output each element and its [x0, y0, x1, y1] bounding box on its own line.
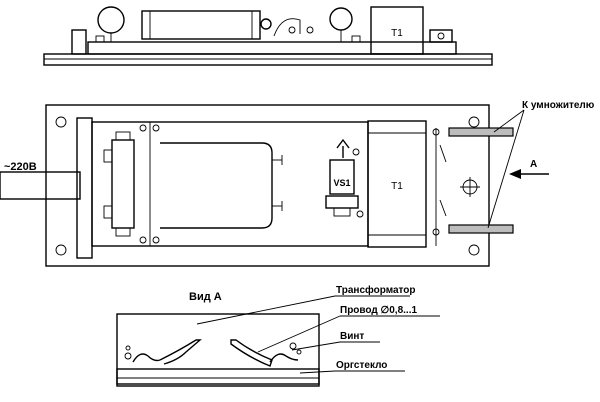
side-lamp-circle [97, 6, 125, 34]
arrow-a-label: А [530, 159, 537, 170]
left-bracket [76, 117, 93, 259]
side-right-disk [329, 7, 353, 31]
to-multiplier-label: К умножителю [522, 100, 595, 111]
side-base-board [43, 53, 493, 66]
view-a-section: Вид А Трансформатор Провод ∅0,8...1 Винт… [116, 284, 440, 387]
vs1-label: VS1 [333, 178, 350, 188]
wire-label: Провод ∅0,8...1 [340, 305, 417, 316]
top-base-plate [45, 104, 490, 267]
t1-label: T1 [391, 181, 403, 192]
thyristor-vs1 [325, 138, 364, 218]
lamp-body [111, 139, 135, 229]
transformer-top [367, 120, 427, 248]
side-capacitor [141, 10, 261, 40]
mains-label: ~220В [4, 161, 37, 173]
side-t1-label: T1 [391, 28, 403, 39]
view-a-transformer [116, 313, 320, 385]
view-a-arrow [509, 169, 549, 179]
screw-label: Винт [340, 331, 364, 342]
side-left-block [71, 29, 87, 55]
view-a-plexiglass [116, 368, 320, 387]
capacitor-outline [160, 142, 273, 229]
side-view: T1 [43, 6, 493, 66]
output-wire-lower [448, 224, 514, 234]
plexiglass-label: Оргстекло [336, 360, 387, 371]
view-a-title: Вид А [189, 291, 222, 303]
top-view: ~220В VS1 [0, 100, 595, 267]
side-deck [87, 41, 457, 55]
output-wire-upper [448, 127, 514, 137]
side-transformer [370, 6, 424, 55]
transformer-label: Трансформатор [336, 284, 416, 296]
mains-cable [0, 171, 81, 200]
